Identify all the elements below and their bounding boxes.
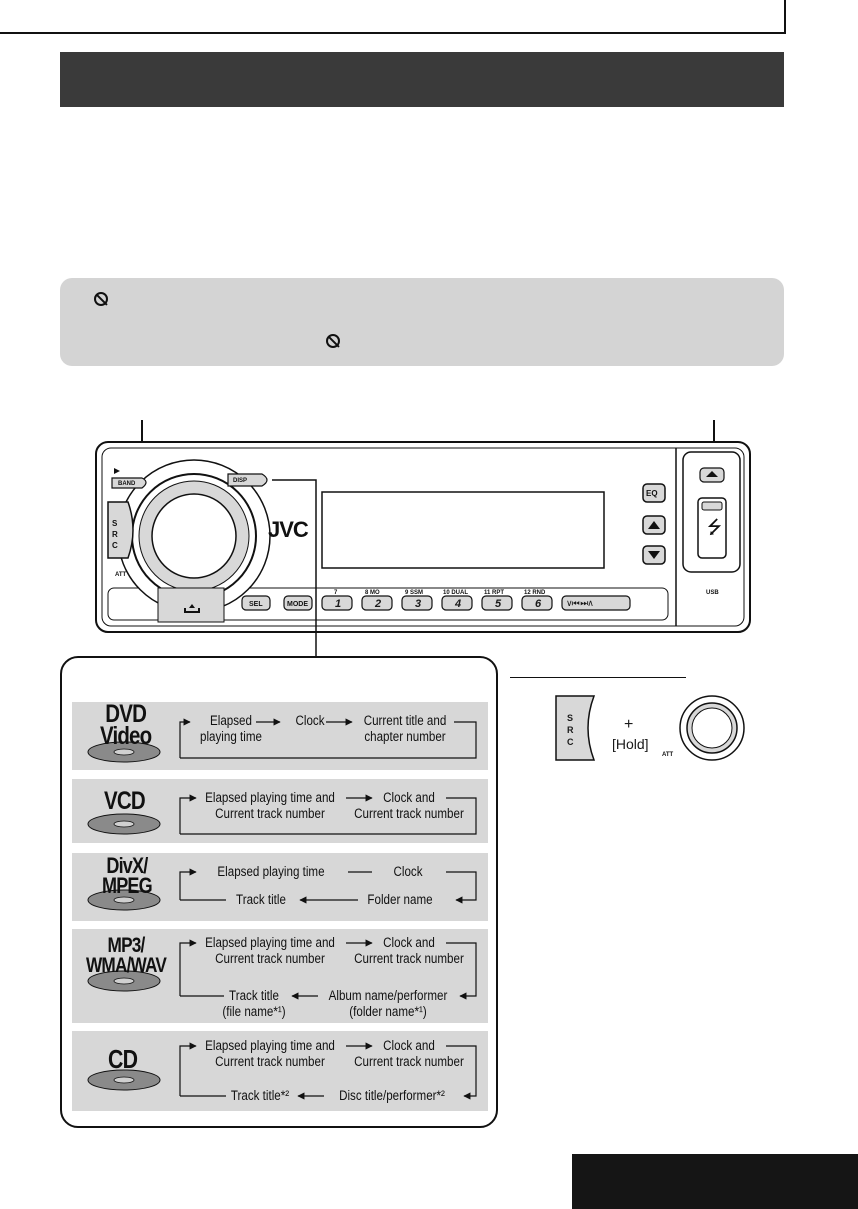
- prohibited-icon: [94, 292, 108, 306]
- dvd-title-chapter: Current title and chapter number: [363, 713, 447, 744]
- divx-mpeg-label: DivX/ MPEG: [102, 853, 153, 898]
- preset-6-secondary: 12 RND: [524, 590, 546, 596]
- sel-button[interactable]: SEL: [249, 601, 263, 608]
- vcd-elapsed-track: Elapsed playing time and Current track n…: [205, 790, 335, 821]
- preset-6-button[interactable]: 6: [535, 598, 542, 610]
- divx-elapsed-time: Elapsed playing time: [217, 864, 325, 879]
- skip-buttons[interactable]: ∨⏮ ⏭∧: [566, 598, 594, 608]
- preset-2-button[interactable]: 2: [375, 598, 382, 610]
- plus-sign: +: [624, 716, 634, 733]
- dvd-video-label: DVD Video: [100, 700, 152, 750]
- disp-button[interactable]: DISP: [233, 478, 248, 484]
- top-rule: [0, 32, 786, 34]
- hold-label: [Hold]: [612, 736, 649, 752]
- mp3-wma-wav-label: MP3/ WMA/WAV: [86, 934, 167, 977]
- eq-button[interactable]: EQ: [646, 489, 658, 498]
- divx-track-title: Track title: [236, 892, 286, 907]
- cd-track-title: Track title*²: [230, 1088, 290, 1103]
- preset-1-button[interactable]: 1: [335, 598, 342, 610]
- page-tab: [572, 1154, 858, 1209]
- dvd-clock: Clock: [295, 713, 325, 728]
- section-title-bar: [60, 52, 784, 107]
- band-button[interactable]: BAND: [118, 481, 136, 487]
- power-att-button[interactable]: ATT: [115, 572, 127, 578]
- cd-elapsed-track: Elapsed playing time and Current track n…: [205, 1038, 335, 1069]
- divx-clock: Clock: [393, 864, 423, 879]
- mode-button[interactable]: MODE: [287, 601, 308, 608]
- mp3-clock-track: Clock and Current track number: [354, 935, 464, 966]
- vcd-clock-track: Clock and Current track number: [354, 790, 464, 821]
- cd-disc-title-performer: Disc title/performer*²: [339, 1088, 445, 1103]
- hold-section-rule: [510, 677, 686, 678]
- cd-clock-track: Clock and Current track number: [354, 1038, 464, 1069]
- preset-5-secondary: 11 RPT: [484, 590, 505, 596]
- mp3-elapsed-track: Elapsed playing time and Current track n…: [205, 935, 335, 966]
- cd-label: CD: [108, 1044, 138, 1074]
- preset-2-secondary: 8 MO: [365, 590, 380, 596]
- car-stereo-faceplate: [95, 441, 751, 660]
- mp3-track-title: Track title (file name*¹): [222, 988, 286, 1019]
- prohibited-icon: [326, 334, 340, 348]
- flow-arrows: [87, 718, 477, 1100]
- mp3-album-performer: Album name/performer (folder name*¹): [328, 988, 448, 1019]
- preset-4-button[interactable]: 4: [455, 598, 462, 610]
- top-rule-corner: [784, 0, 786, 34]
- hold-diagram: [555, 695, 745, 761]
- divx-folder-name: Folder name: [367, 892, 433, 907]
- src-button[interactable]: SRC: [112, 519, 118, 550]
- divx-row: [72, 853, 488, 921]
- vcd-label: VCD: [104, 787, 146, 815]
- preset-4-secondary: 10 DUAL: [443, 590, 469, 596]
- preset-3-secondary: 9 SSM: [405, 590, 424, 596]
- preset-3-button[interactable]: 3: [415, 598, 422, 610]
- preset-5-button[interactable]: 5: [495, 598, 502, 610]
- jvc-logo: JVC: [268, 517, 309, 542]
- hold-src-button: SRC: [567, 713, 574, 747]
- preset-1-secondary: 7: [334, 590, 338, 596]
- dvd-elapsed-time: Elapsed playing time: [200, 713, 262, 744]
- usb-icon: ⭍: [707, 517, 722, 537]
- hold-att-label: ATT: [662, 752, 674, 758]
- usb-label: USB: [706, 590, 719, 596]
- caution-box: [60, 278, 784, 366]
